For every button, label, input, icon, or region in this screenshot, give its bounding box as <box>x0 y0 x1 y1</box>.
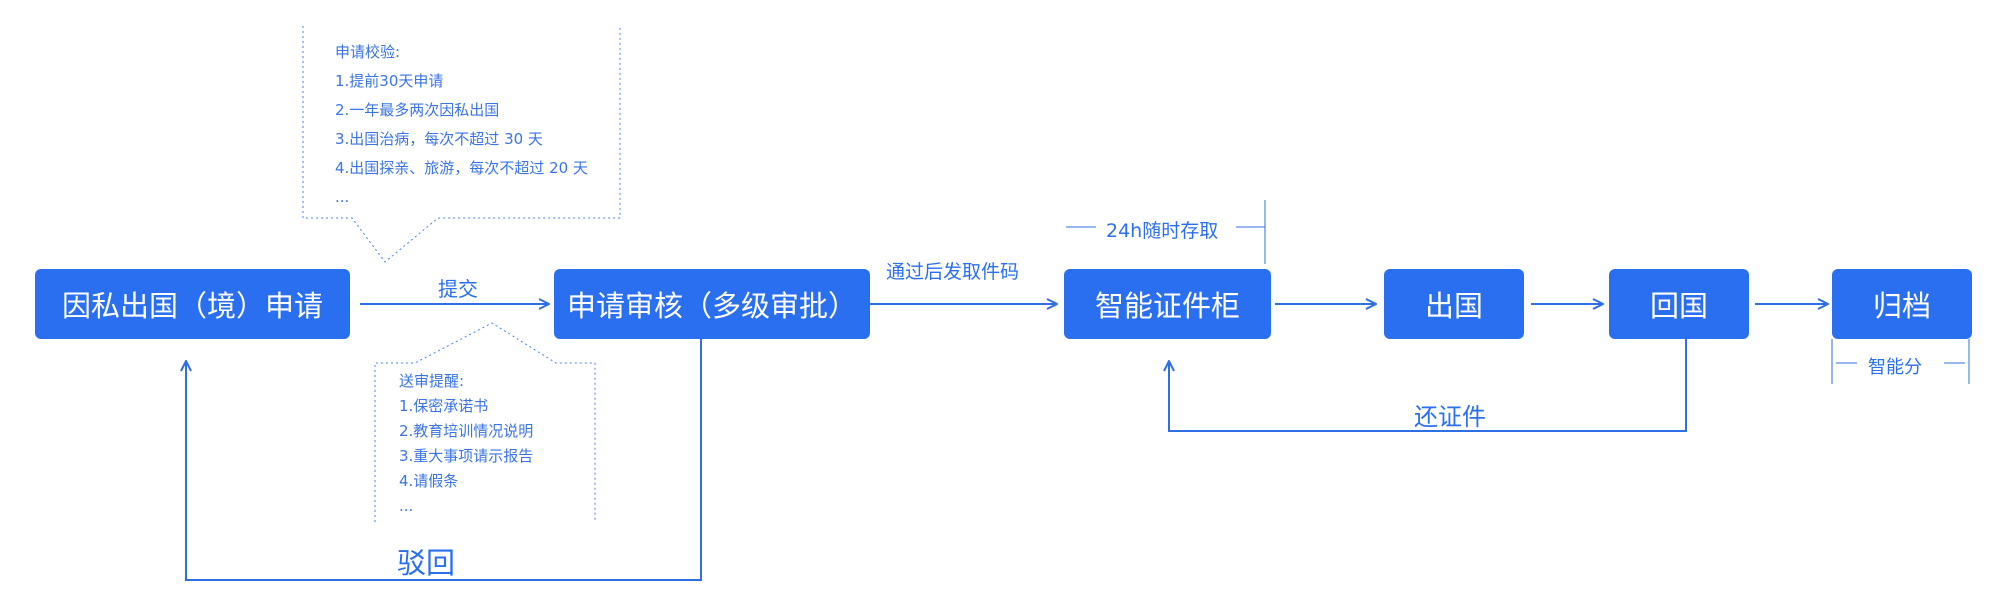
application-check-item-5: ... <box>335 188 350 206</box>
review-reminder-item-3: 3.重大事项请示报告 <box>399 447 534 465</box>
label-smart-sort: 智能分 <box>1868 357 1922 378</box>
label-issue-code: 通过后发取件码 <box>886 261 1020 283</box>
review-reminder-item-2: 2.教育培训情况说明 <box>399 422 534 440</box>
arrow-return-doc-loop <box>1169 339 1687 432</box>
application-check-item-2: 2.一年最多两次因私出国 <box>335 101 500 119</box>
label-24h-access: 24h随时存取 <box>1106 220 1219 242</box>
node-apply[interactable]: 因私出国（境）申请 <box>35 269 350 339</box>
review-reminder-note: 送审提醒: 1.保密承诺书 2.教育培训情况说明 3.重大事项请示报告 4.请假… <box>399 369 533 519</box>
node-review[interactable]: 申请审核（多级审批） <box>554 269 870 339</box>
application-check-title: 申请校验: <box>335 43 401 61</box>
label-return-doc: 还证件 <box>1414 403 1486 431</box>
application-check-item-3: 3.出国治病，每次不超过 30 天 <box>335 130 543 148</box>
node-return[interactable]: 回国 <box>1609 269 1749 339</box>
arrow-reject-loop <box>186 339 702 581</box>
application-check-item-1: 1.提前30天申请 <box>335 72 444 90</box>
review-reminder-callout <box>374 322 596 522</box>
application-check-note: 申请校验: 1.提前30天申请 2.一年最多两次因私出国 3.出国治病，每次不超… <box>335 38 588 212</box>
node-archive[interactable]: 归档 <box>1832 269 1972 339</box>
node-cabinet[interactable]: 智能证件柜 <box>1064 269 1271 339</box>
application-check-callout <box>302 26 621 263</box>
review-reminder-title: 送审提醒: <box>399 372 465 390</box>
label-reject: 驳回 <box>397 546 456 580</box>
review-reminder-item-4: 4.请假条 <box>399 472 459 490</box>
node-depart[interactable]: 出国 <box>1384 269 1524 339</box>
review-reminder-item-5: ... <box>399 497 414 515</box>
application-check-item-4: 4.出国探亲、旅游，每次不超过 20 天 <box>335 159 588 177</box>
review-reminder-item-1: 1.保密承诺书 <box>399 397 489 415</box>
label-submit: 提交 <box>438 277 478 301</box>
